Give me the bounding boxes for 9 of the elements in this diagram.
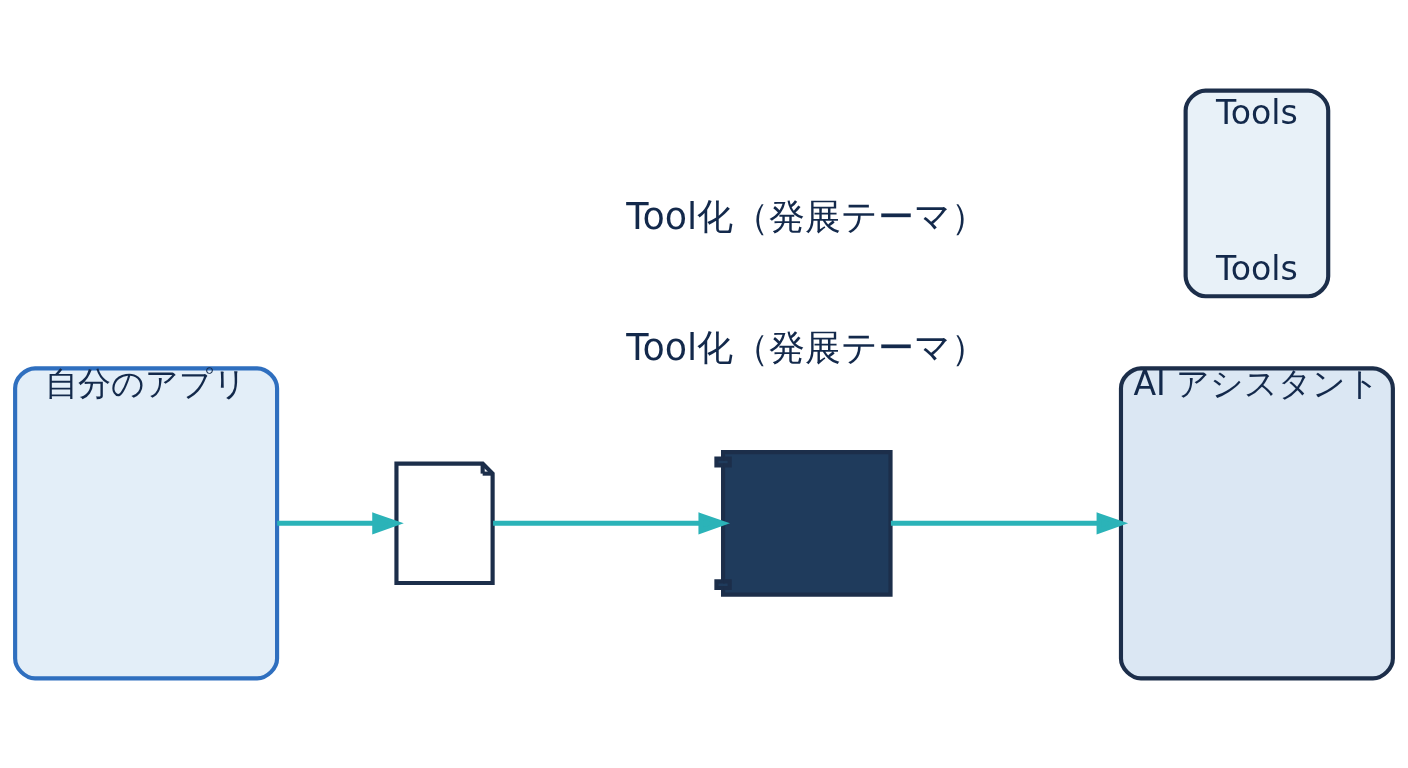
node-box: 自分のアプリ [13,365,280,680]
arrow [890,511,1129,534]
label: Tool化（発展テーマ） [626,325,988,369]
node-box: Tools Tools [1183,88,1331,298]
arrow [277,511,404,534]
arrow [493,511,730,534]
node-picture [714,449,893,597]
node-box: AI アシスタント [1118,365,1395,680]
label: Tool化（発展テーマ） [626,194,988,238]
